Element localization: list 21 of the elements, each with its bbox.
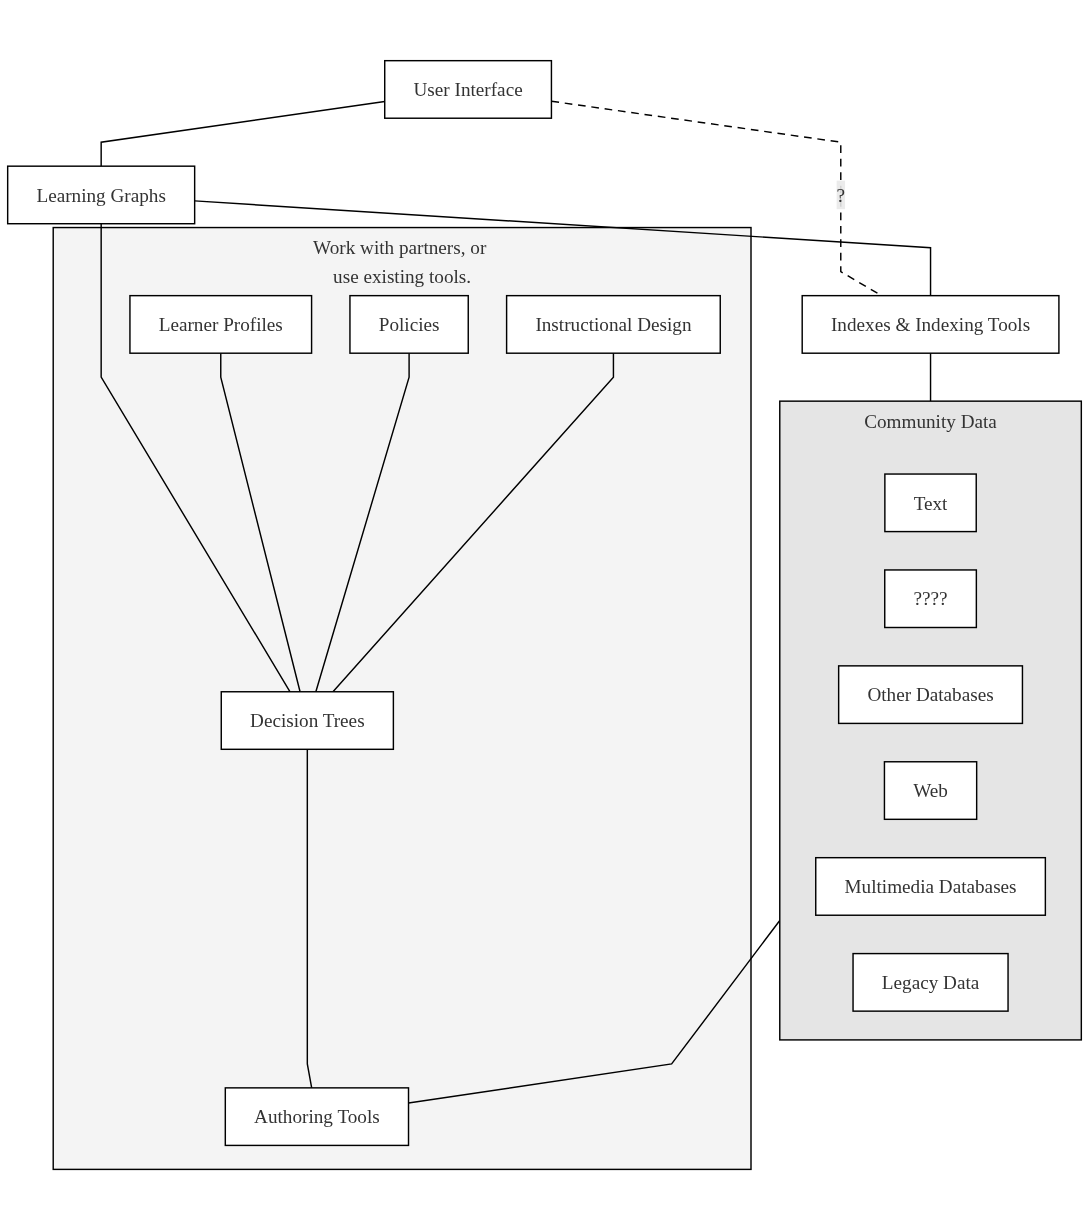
node-box: Text (884, 473, 977, 533)
connector (100, 222, 291, 693)
node-box: Policies (349, 294, 469, 354)
node-box: Indexes & Indexing Tools (801, 294, 1060, 354)
node-box: Web (883, 761, 978, 820)
connector (332, 352, 615, 693)
node-box: Decision Trees (220, 691, 395, 750)
node-box: User Interface (384, 59, 553, 119)
node-box: Legacy Data (852, 952, 1009, 1012)
connector (220, 352, 301, 693)
node-box: ???? (884, 569, 978, 629)
node-box: Other Databases (837, 665, 1024, 725)
node-box: Authoring Tools (224, 1087, 410, 1147)
connector (306, 748, 313, 1089)
connector (315, 352, 410, 693)
node-box: Instructional Design (505, 294, 721, 354)
node-box: Learner Profiles (129, 294, 313, 354)
connector (929, 352, 932, 402)
edge-label: ? (836, 184, 846, 206)
node-box: Multimedia Databases (815, 856, 1047, 916)
node-box: Learning Graphs (6, 165, 196, 225)
